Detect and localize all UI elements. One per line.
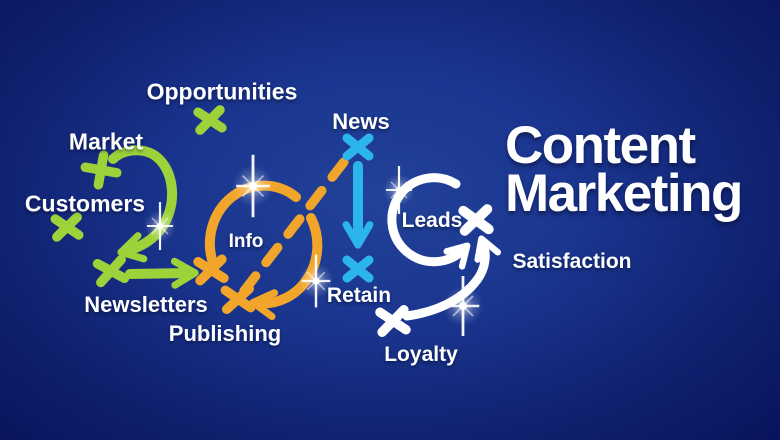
label-info: Info bbox=[228, 231, 264, 252]
label-loyalty: Loyalty bbox=[384, 343, 458, 366]
label-publishing: Publishing bbox=[168, 321, 282, 346]
label-newsletters: Newsletters bbox=[84, 292, 208, 317]
loyalty-x-mark bbox=[375, 305, 411, 337]
opportunities-x-mark bbox=[193, 105, 227, 135]
leads-x-mark bbox=[458, 204, 494, 236]
label-market: Market bbox=[68, 128, 144, 155]
market-plus-mark bbox=[80, 150, 122, 190]
label-opportunities: Opportunities bbox=[146, 78, 298, 105]
retain-x-mark bbox=[342, 255, 374, 283]
title-line-1: Content bbox=[505, 116, 696, 175]
digit-2-base-arrow bbox=[125, 257, 199, 289]
digit-9-tail-arrow bbox=[402, 235, 501, 321]
digit-9-circle-arrow bbox=[387, 173, 471, 270]
digit-1-cyan bbox=[342, 133, 374, 283]
label-news: News bbox=[332, 109, 390, 134]
news-x-mark bbox=[342, 133, 374, 161]
sparkle-on-digit-2 bbox=[144, 202, 176, 250]
digit-0-dashed-diagonal bbox=[239, 153, 352, 296]
info-x-mark bbox=[193, 254, 229, 286]
digit-0-arc-left-top bbox=[204, 180, 301, 268]
sparkle-on-digit-0-top bbox=[232, 154, 274, 218]
label-retain: Retain bbox=[326, 284, 392, 307]
label-satisfaction: Satisfaction bbox=[512, 250, 632, 273]
publishing-x-mark bbox=[220, 283, 256, 315]
sparkle-on-digit-9-tail bbox=[443, 276, 483, 336]
newsletters-x-mark bbox=[92, 254, 130, 288]
customers-x-mark bbox=[50, 212, 84, 242]
sparkle-on-digit-9-circle bbox=[383, 166, 415, 214]
sparkle-on-digit-0-bottom bbox=[298, 254, 334, 308]
page-title: Content Marketing bbox=[505, 116, 743, 223]
title-line-2: Marketing bbox=[505, 164, 743, 223]
label-leads: Leads bbox=[401, 209, 463, 232]
digit-9-white bbox=[375, 173, 501, 337]
label-customers: Customers bbox=[24, 190, 146, 217]
